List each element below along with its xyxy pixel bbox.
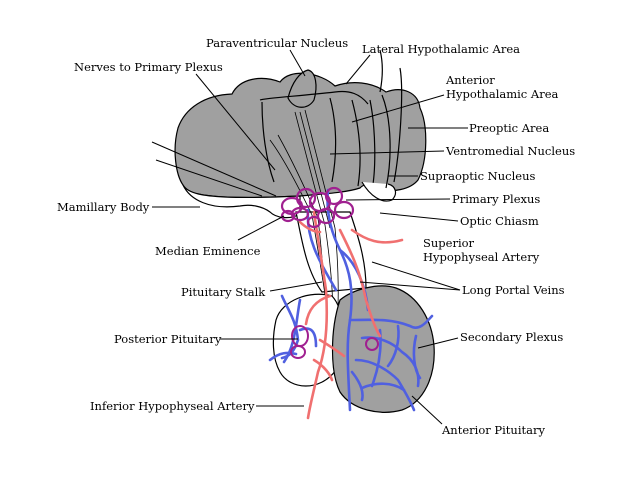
label-secondary-plexus: Secondary Plexus [460,330,563,344]
label-supraoptic-nucleus: Supraoptic Nucleus [420,169,535,183]
label-preoptic-area: Preoptic Area [469,121,549,135]
label-median-eminence: Median Eminence [155,244,261,258]
label-paraventricular-nucleus: Paraventricular Nucleus [206,36,348,50]
label-mamillary-body: Mamillary Body [57,200,150,214]
label-anterior-pituitary: Anterior Pituitary [441,423,545,437]
label-anterior-hypothalamic-area-line1: Anterior [445,73,495,87]
label-optic-chiasm: Optic Chiasm [460,214,539,228]
arteries [298,210,404,420]
labels: Paraventricular Nucleus Lateral Hypothal… [57,36,575,437]
label-posterior-pituitary: Posterior Pituitary [114,332,222,346]
label-long-portal-veins: Long Portal Veins [462,283,565,297]
label-primary-plexus: Primary Plexus [452,192,540,206]
label-nerves-to-primary-plexus: Nerves to Primary Plexus [74,60,223,74]
label-inferior-hypophyseal-artery: Inferior Hypophyseal Artery [90,399,255,413]
label-anterior-hypothalamic-area-line2: Hypothalamic Area [446,87,559,101]
primary-plexus [280,186,355,229]
label-pituitary-stalk: Pituitary Stalk [181,285,266,299]
secondary-plexus-loops [290,325,379,359]
label-superior-hypophyseal-artery-line2: Hypophyseal Artery [423,250,540,264]
label-superior-hypophyseal-artery-line1: Superior [423,236,475,250]
label-ventromedial-nucleus: Ventromedial Nucleus [445,144,575,158]
leader-lines [151,49,468,425]
label-lateral-hypothalamic-area: Lateral Hypothalamic Area [362,42,520,56]
